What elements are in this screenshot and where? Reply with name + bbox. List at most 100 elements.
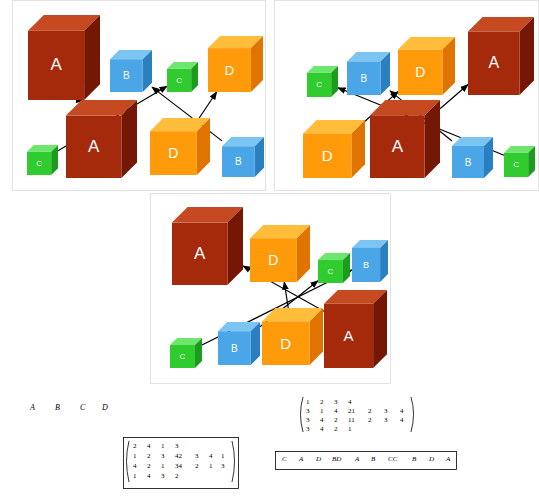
matrix-entry: 3 bbox=[306, 408, 310, 415]
cube-node: D bbox=[150, 118, 210, 175]
cube-letter: D bbox=[150, 131, 197, 175]
cube-node: D bbox=[250, 225, 310, 282]
sequence-cell: D bbox=[316, 456, 321, 463]
cube-letter: A bbox=[370, 115, 425, 178]
cube-node: C bbox=[307, 66, 338, 97]
sequence-cell: B bbox=[412, 456, 416, 463]
matrix-entry: 3 bbox=[306, 417, 310, 424]
matrix-entry: 42 bbox=[175, 453, 182, 460]
cube-letter: A bbox=[172, 223, 227, 285]
matrix-entry: 1 bbox=[133, 473, 137, 480]
matrix-entry: 4 bbox=[320, 426, 324, 433]
matrix-entry: 4 bbox=[147, 443, 151, 450]
cube-node: B bbox=[218, 322, 260, 365]
cube-node: C bbox=[27, 145, 58, 175]
matrix-entry: 4 bbox=[320, 417, 324, 424]
cube-node: A bbox=[324, 290, 387, 368]
cube-node: C bbox=[170, 338, 202, 368]
cube-node: D bbox=[262, 308, 323, 365]
cube-letter: D bbox=[250, 238, 297, 282]
sequence-cell: A bbox=[355, 456, 359, 463]
matrix-entry: 4 bbox=[147, 473, 151, 480]
cube-shape bbox=[318, 253, 350, 283]
matrix-entry: 2 bbox=[320, 399, 324, 406]
letter-label: A bbox=[30, 404, 35, 412]
sequence-cell: D bbox=[429, 456, 434, 463]
cube-letter: A bbox=[28, 31, 84, 100]
matrix-entry: 2 bbox=[133, 443, 137, 450]
cube-shape bbox=[303, 120, 365, 178]
cube-shape bbox=[250, 225, 310, 282]
cube-node: A bbox=[172, 207, 243, 285]
cube-node: A bbox=[468, 17, 534, 95]
cube-shape bbox=[468, 17, 534, 95]
matrix-entry: 21 bbox=[348, 408, 355, 415]
sequence-cell: CC bbox=[388, 456, 397, 463]
cube-shape bbox=[324, 290, 387, 368]
cube-shape bbox=[150, 118, 210, 175]
matrix-entry: 11 bbox=[348, 417, 355, 424]
cube-node: A bbox=[28, 15, 100, 100]
cube-shape bbox=[262, 308, 323, 365]
cube-shape bbox=[398, 37, 455, 95]
cube-shape bbox=[27, 145, 58, 175]
cube-shape bbox=[167, 62, 198, 92]
cube-letter: D bbox=[303, 134, 351, 178]
matrix-entry: 2 bbox=[368, 408, 372, 415]
sequence-cell: C bbox=[282, 456, 287, 463]
cube-node: B bbox=[452, 137, 493, 178]
matrix-entry: 1 bbox=[161, 443, 165, 450]
cube-node: A bbox=[66, 100, 137, 178]
matrix-entry: 34 bbox=[175, 463, 182, 470]
cube-letter: C bbox=[504, 153, 528, 177]
arrow-connector bbox=[199, 92, 216, 118]
matrix-entry: 3 bbox=[195, 453, 199, 460]
matrix-entry: 3 bbox=[334, 399, 338, 406]
cube-letter: B bbox=[452, 146, 484, 178]
sequence-cell: A bbox=[299, 456, 303, 463]
cube-letter: C bbox=[170, 345, 195, 368]
sequence-cell: A bbox=[446, 456, 450, 463]
cube-shape bbox=[218, 322, 260, 365]
cube-shape bbox=[66, 100, 137, 178]
cube-node: D bbox=[208, 36, 263, 92]
matrix-entry: 1 bbox=[221, 453, 225, 460]
cube-shape bbox=[170, 338, 202, 368]
matrix-entry: 2 bbox=[195, 463, 199, 470]
cube-node: B bbox=[222, 137, 264, 177]
matrix-entry: 2 bbox=[334, 417, 338, 424]
matrix-entry: 3 bbox=[306, 426, 310, 433]
cube-letter: D bbox=[262, 321, 310, 365]
matrix-entry: 4 bbox=[334, 408, 338, 415]
matrix-entry: 4 bbox=[133, 463, 137, 470]
cube-shape bbox=[110, 50, 152, 92]
matrix-entry: 3 bbox=[384, 408, 388, 415]
matrix-entry: 1 bbox=[161, 463, 165, 470]
cube-shape bbox=[352, 240, 388, 282]
cube-letter: B bbox=[110, 59, 143, 92]
matrix-entry: 2 bbox=[175, 473, 179, 480]
matrix-entry: 4 bbox=[400, 417, 404, 424]
cube-letter: B bbox=[352, 248, 380, 282]
cube-letter: D bbox=[208, 48, 251, 92]
cube-node: D bbox=[398, 37, 455, 95]
matrix-entry: 1 bbox=[209, 463, 213, 470]
sequence-cell: B bbox=[371, 456, 375, 463]
cube-shape bbox=[307, 66, 338, 97]
cube-shape bbox=[28, 15, 100, 100]
matrix-entry: 1 bbox=[348, 426, 352, 433]
cube-shape bbox=[172, 207, 243, 285]
cube-letter: A bbox=[468, 32, 519, 95]
cube-node: A bbox=[370, 100, 440, 178]
matrix-entry: 2 bbox=[147, 463, 151, 470]
cube-letter: C bbox=[167, 69, 191, 92]
cube-shape bbox=[370, 100, 440, 178]
matrix-entry: 4 bbox=[400, 408, 404, 415]
cube-letter: A bbox=[66, 116, 121, 178]
matrix-entry: 2 bbox=[368, 417, 372, 424]
cube-letter: B bbox=[218, 331, 251, 365]
letter-label: D bbox=[102, 404, 108, 412]
matrix-entry: 3 bbox=[384, 417, 388, 424]
cube-letter: B bbox=[347, 61, 381, 95]
